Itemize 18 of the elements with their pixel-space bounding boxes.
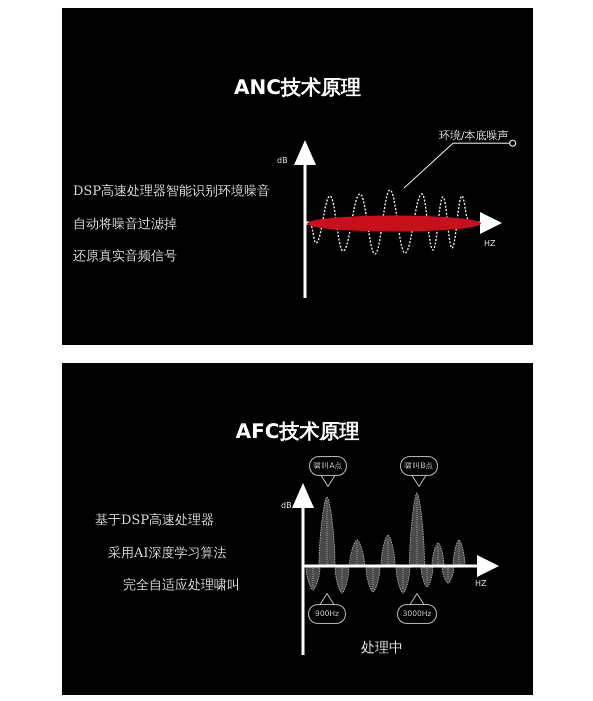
- callout-text: 环境/本底噪声: [439, 129, 509, 142]
- sine-wave: [306, 188, 482, 256]
- panel-title: ANC技术原理: [234, 75, 361, 99]
- leader-line: [404, 140, 516, 188]
- description-text: 采用AI深度学习算法: [108, 546, 227, 562]
- axis-label: dB: [281, 501, 292, 511]
- description-text: DSP高速处理器智能识别环境噪音: [73, 184, 270, 200]
- panel: [62, 363, 533, 695]
- axis-label: HZ: [484, 239, 496, 249]
- description-text: 基于DSP高速处理器: [95, 513, 214, 529]
- status-text: 处理中: [361, 640, 403, 657]
- panel: [62, 8, 533, 345]
- axis-label: HZ: [475, 579, 486, 589]
- description-text: 自动将噪音过滤掉: [73, 217, 177, 233]
- description-text: 完全自适应处理啸叫: [123, 578, 240, 594]
- panel-title: AFC技术原理: [236, 419, 360, 443]
- description-text: 还原真实音频信号: [73, 249, 177, 265]
- axis-label: dB: [277, 156, 288, 166]
